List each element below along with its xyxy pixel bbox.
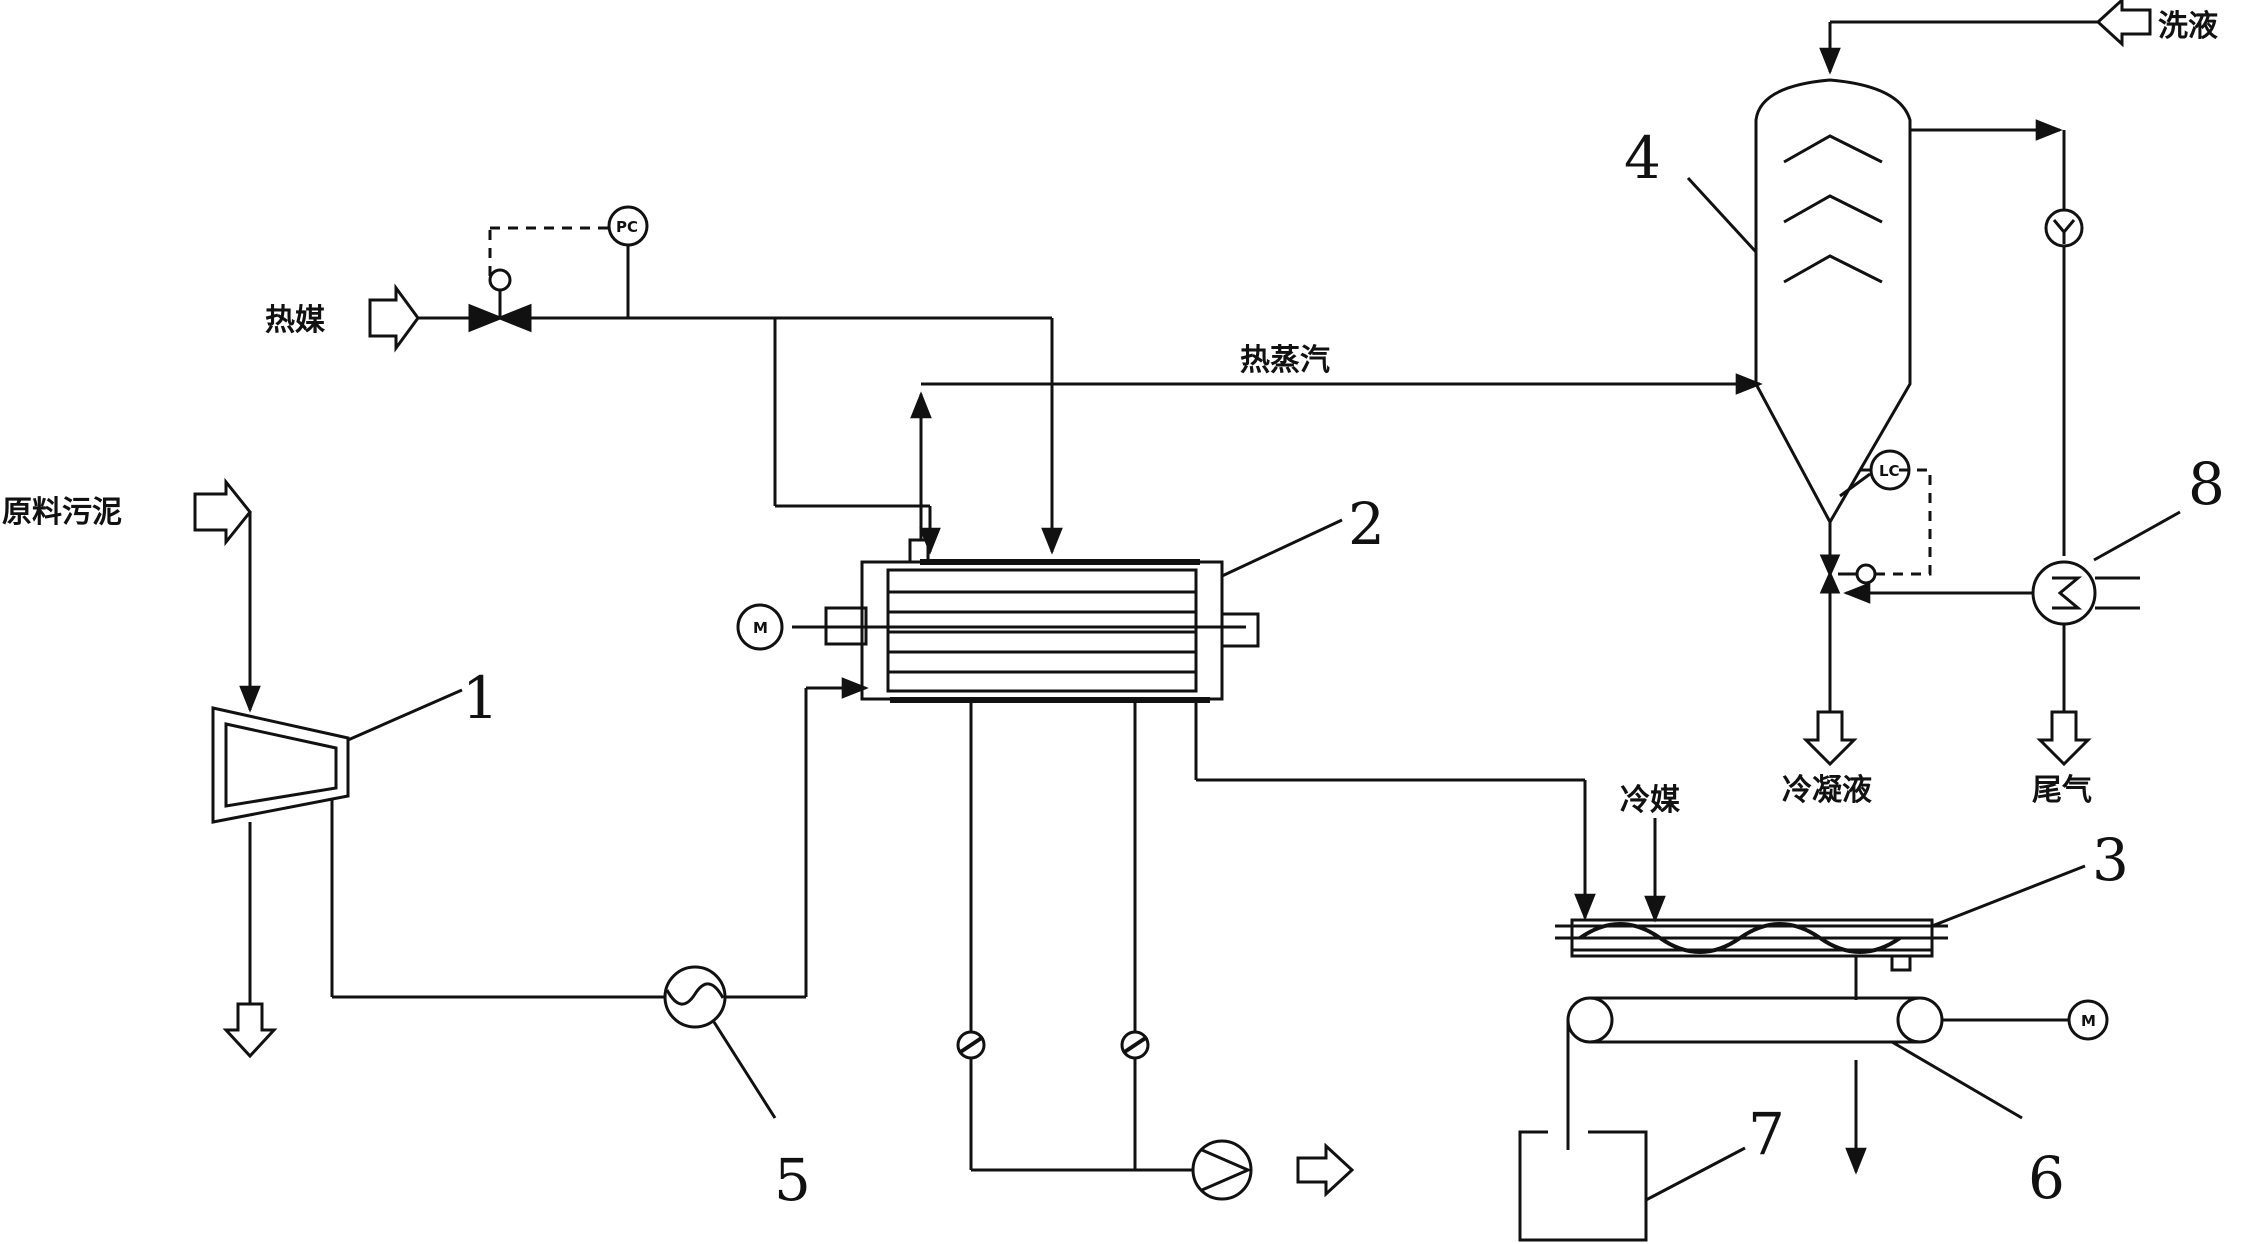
wash-liquid-inlet-arrow bbox=[2095, 0, 2152, 48]
leader-line-6 bbox=[1891, 1040, 2023, 1120]
label-raw-sludge: 原料污泥 bbox=[2, 495, 122, 530]
storage-tank-7 bbox=[1518, 1130, 1648, 1242]
heat-medium-control-valve bbox=[468, 268, 532, 333]
scrubber-tower-4 bbox=[1754, 78, 1912, 526]
belt-conveyor-6 bbox=[1566, 996, 1944, 1044]
pump-outlet-arrow bbox=[1296, 1142, 1355, 1198]
level-controller-lc bbox=[1869, 449, 1911, 491]
level-control-valve bbox=[1819, 554, 1877, 594]
conveyor-motor-tag: M bbox=[2081, 1012, 2096, 1030]
dryer-2 bbox=[792, 538, 1260, 703]
leader-line-4 bbox=[1686, 176, 1758, 254]
label-wash-liquid: 洗液 bbox=[2158, 9, 2218, 44]
equipment-number-8: 8 bbox=[2188, 450, 2225, 518]
condenser-8 bbox=[2031, 560, 2097, 626]
equipment-number-2: 2 bbox=[1348, 490, 1385, 558]
heat-exchanger-5 bbox=[663, 965, 727, 1029]
leader-line-2 bbox=[1221, 518, 1343, 578]
label-coolant: 冷媒 bbox=[1620, 783, 1681, 818]
pc-tag: PC bbox=[616, 218, 638, 236]
leader-line-1 bbox=[347, 688, 463, 742]
leader-line-7 bbox=[1645, 1146, 1746, 1202]
label-condensate: 冷凝液 bbox=[1782, 773, 1872, 808]
equipment-number-1: 1 bbox=[462, 664, 499, 732]
conveyor-motor bbox=[2067, 999, 2109, 1041]
dewatering-machine-1 bbox=[211, 706, 350, 824]
dryer-motor bbox=[736, 603, 784, 651]
label-hot-steam: 热蒸汽 bbox=[1240, 343, 1330, 378]
equipment-number-6: 6 bbox=[2028, 1144, 2065, 1212]
dryer-motor-tag: M bbox=[753, 619, 768, 637]
condensate-pump bbox=[1191, 1139, 1253, 1201]
lc-signal-line bbox=[1875, 468, 1932, 576]
label-heat-medium: 热媒 bbox=[265, 303, 326, 338]
filtrate-outlet-arrow bbox=[222, 1002, 278, 1059]
cooler-discharge-valve bbox=[1890, 954, 1912, 972]
equipment-number-3: 3 bbox=[2092, 826, 2129, 894]
leader-line-8 bbox=[2093, 510, 2181, 562]
tail-gas-outlet-arrow bbox=[2036, 710, 2092, 767]
leader-line-3 bbox=[1931, 864, 2086, 928]
screw-cooler-3 bbox=[1555, 918, 1948, 958]
equipment-number-4: 4 bbox=[1624, 124, 1661, 192]
lc-tag: LC bbox=[1879, 462, 1900, 480]
equipment-number-7: 7 bbox=[1748, 1100, 1785, 1168]
label-tail-gas: 尾气 bbox=[2032, 773, 2092, 808]
raw-sludge-inlet-arrow bbox=[193, 477, 252, 547]
equipment-number-5: 5 bbox=[774, 1146, 811, 1214]
steam-trap-1 bbox=[956, 1030, 986, 1060]
leader-line-5 bbox=[712, 1021, 777, 1119]
steam-trap-2 bbox=[1120, 1030, 1150, 1060]
fan bbox=[2044, 208, 2084, 248]
lc-to-tower-line bbox=[1839, 472, 1871, 498]
heat-medium-header-line bbox=[418, 316, 1063, 555]
pressure-controller-pc bbox=[607, 205, 649, 247]
condensate-outlet-arrow bbox=[1802, 710, 1858, 767]
heat-medium-inlet-arrow bbox=[368, 283, 420, 353]
